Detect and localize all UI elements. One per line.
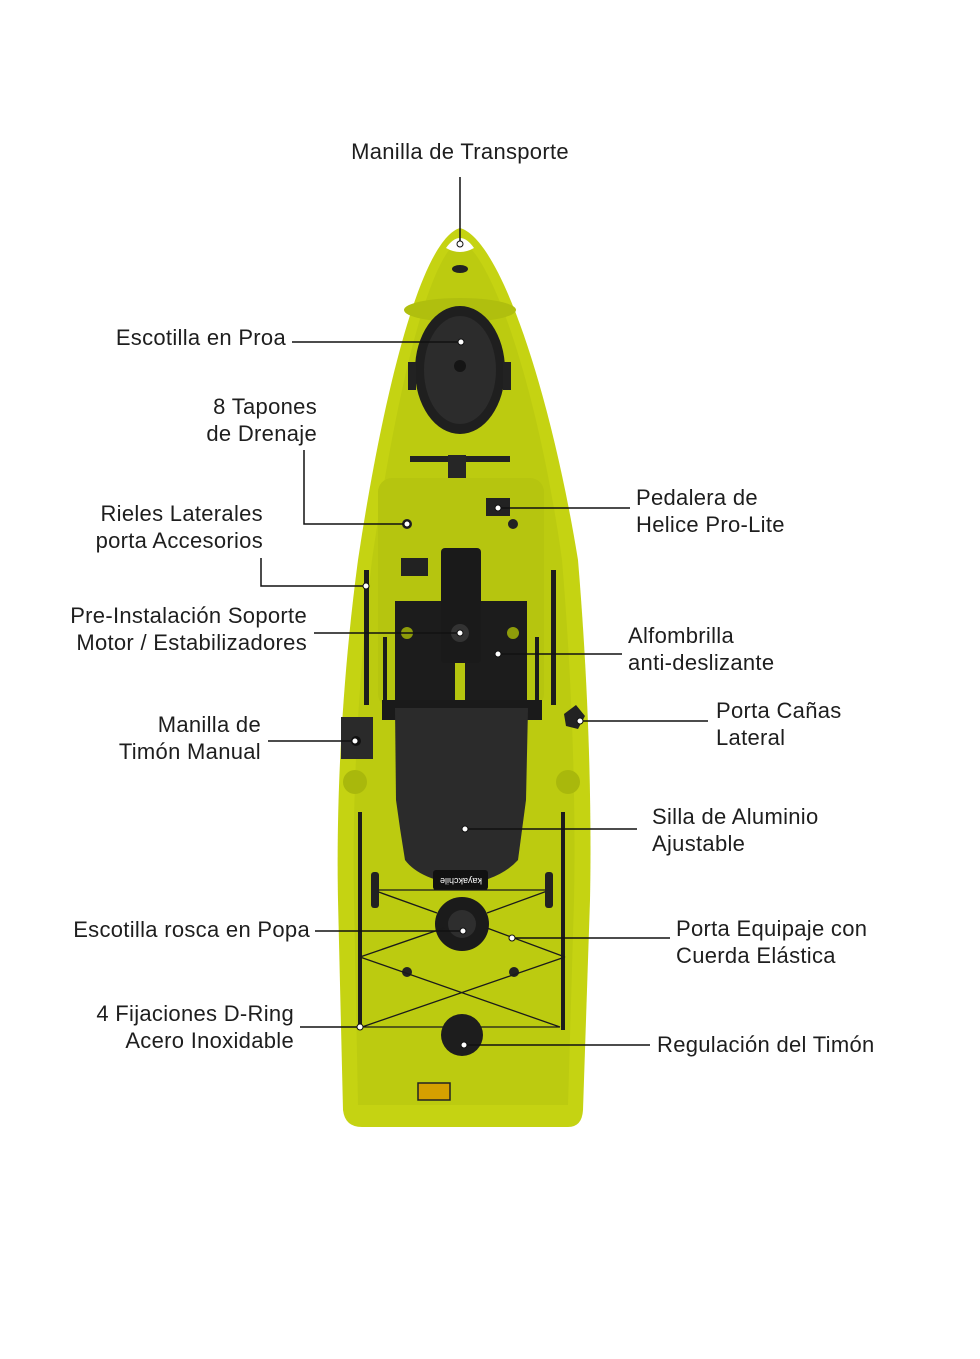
side-rail: [364, 570, 369, 705]
label-line: Regulación del Timón: [657, 1032, 875, 1057]
bungee-cord: [359, 889, 566, 1028]
label-line: 8 Tapones: [213, 394, 317, 419]
rudder-adjust: [441, 1014, 483, 1056]
label-stern-hatch: Escotilla rosca en Popa: [73, 916, 310, 943]
label-line: Escotilla rosca en Popa: [73, 917, 310, 942]
label-line: Manilla de Transporte: [351, 139, 569, 164]
label-line: de Drenaje: [206, 421, 317, 446]
label-line: Porta Equipaje con: [676, 916, 868, 941]
label-rudder-adjust: Regulación del Timón: [657, 1031, 875, 1058]
label-line: Escotilla en Proa: [115, 325, 286, 350]
label-line: Timón Manual: [118, 739, 261, 764]
label-line: Ajustable: [652, 831, 746, 856]
label-line: porta Accesorios: [95, 528, 263, 553]
label-line: Acero Inoxidable: [125, 1028, 294, 1053]
label-line: Rieles Laterales: [100, 501, 263, 526]
label-carry-handle: Manilla de Transporte: [310, 138, 610, 165]
label-bow-hatch: Escotilla en Proa: [116, 324, 286, 351]
label-line: Pedalera de: [636, 485, 758, 510]
label-line: Pre-Instalación Soporte: [70, 603, 307, 628]
label-line: Lateral: [716, 725, 786, 750]
label-line: Motor / Estabilizadores: [76, 630, 307, 655]
leader-lines: [260, 177, 708, 1046]
label-line: Helice Pro-Lite: [636, 512, 785, 537]
pedal-drive: [441, 548, 481, 663]
label-line: Cuerda Elástica: [676, 943, 836, 968]
label-line: Silla de Aluminio: [652, 804, 819, 829]
label-line: Porta Cañas: [716, 698, 842, 723]
callout-dots: [351, 240, 584, 1049]
label-line: 4 Fijaciones D-Ring: [96, 1001, 294, 1026]
label-line: anti-deslizante: [628, 650, 775, 675]
seat: [395, 708, 528, 885]
label-line: Alfombrilla: [628, 623, 734, 648]
label-line: Manilla de: [157, 712, 261, 737]
